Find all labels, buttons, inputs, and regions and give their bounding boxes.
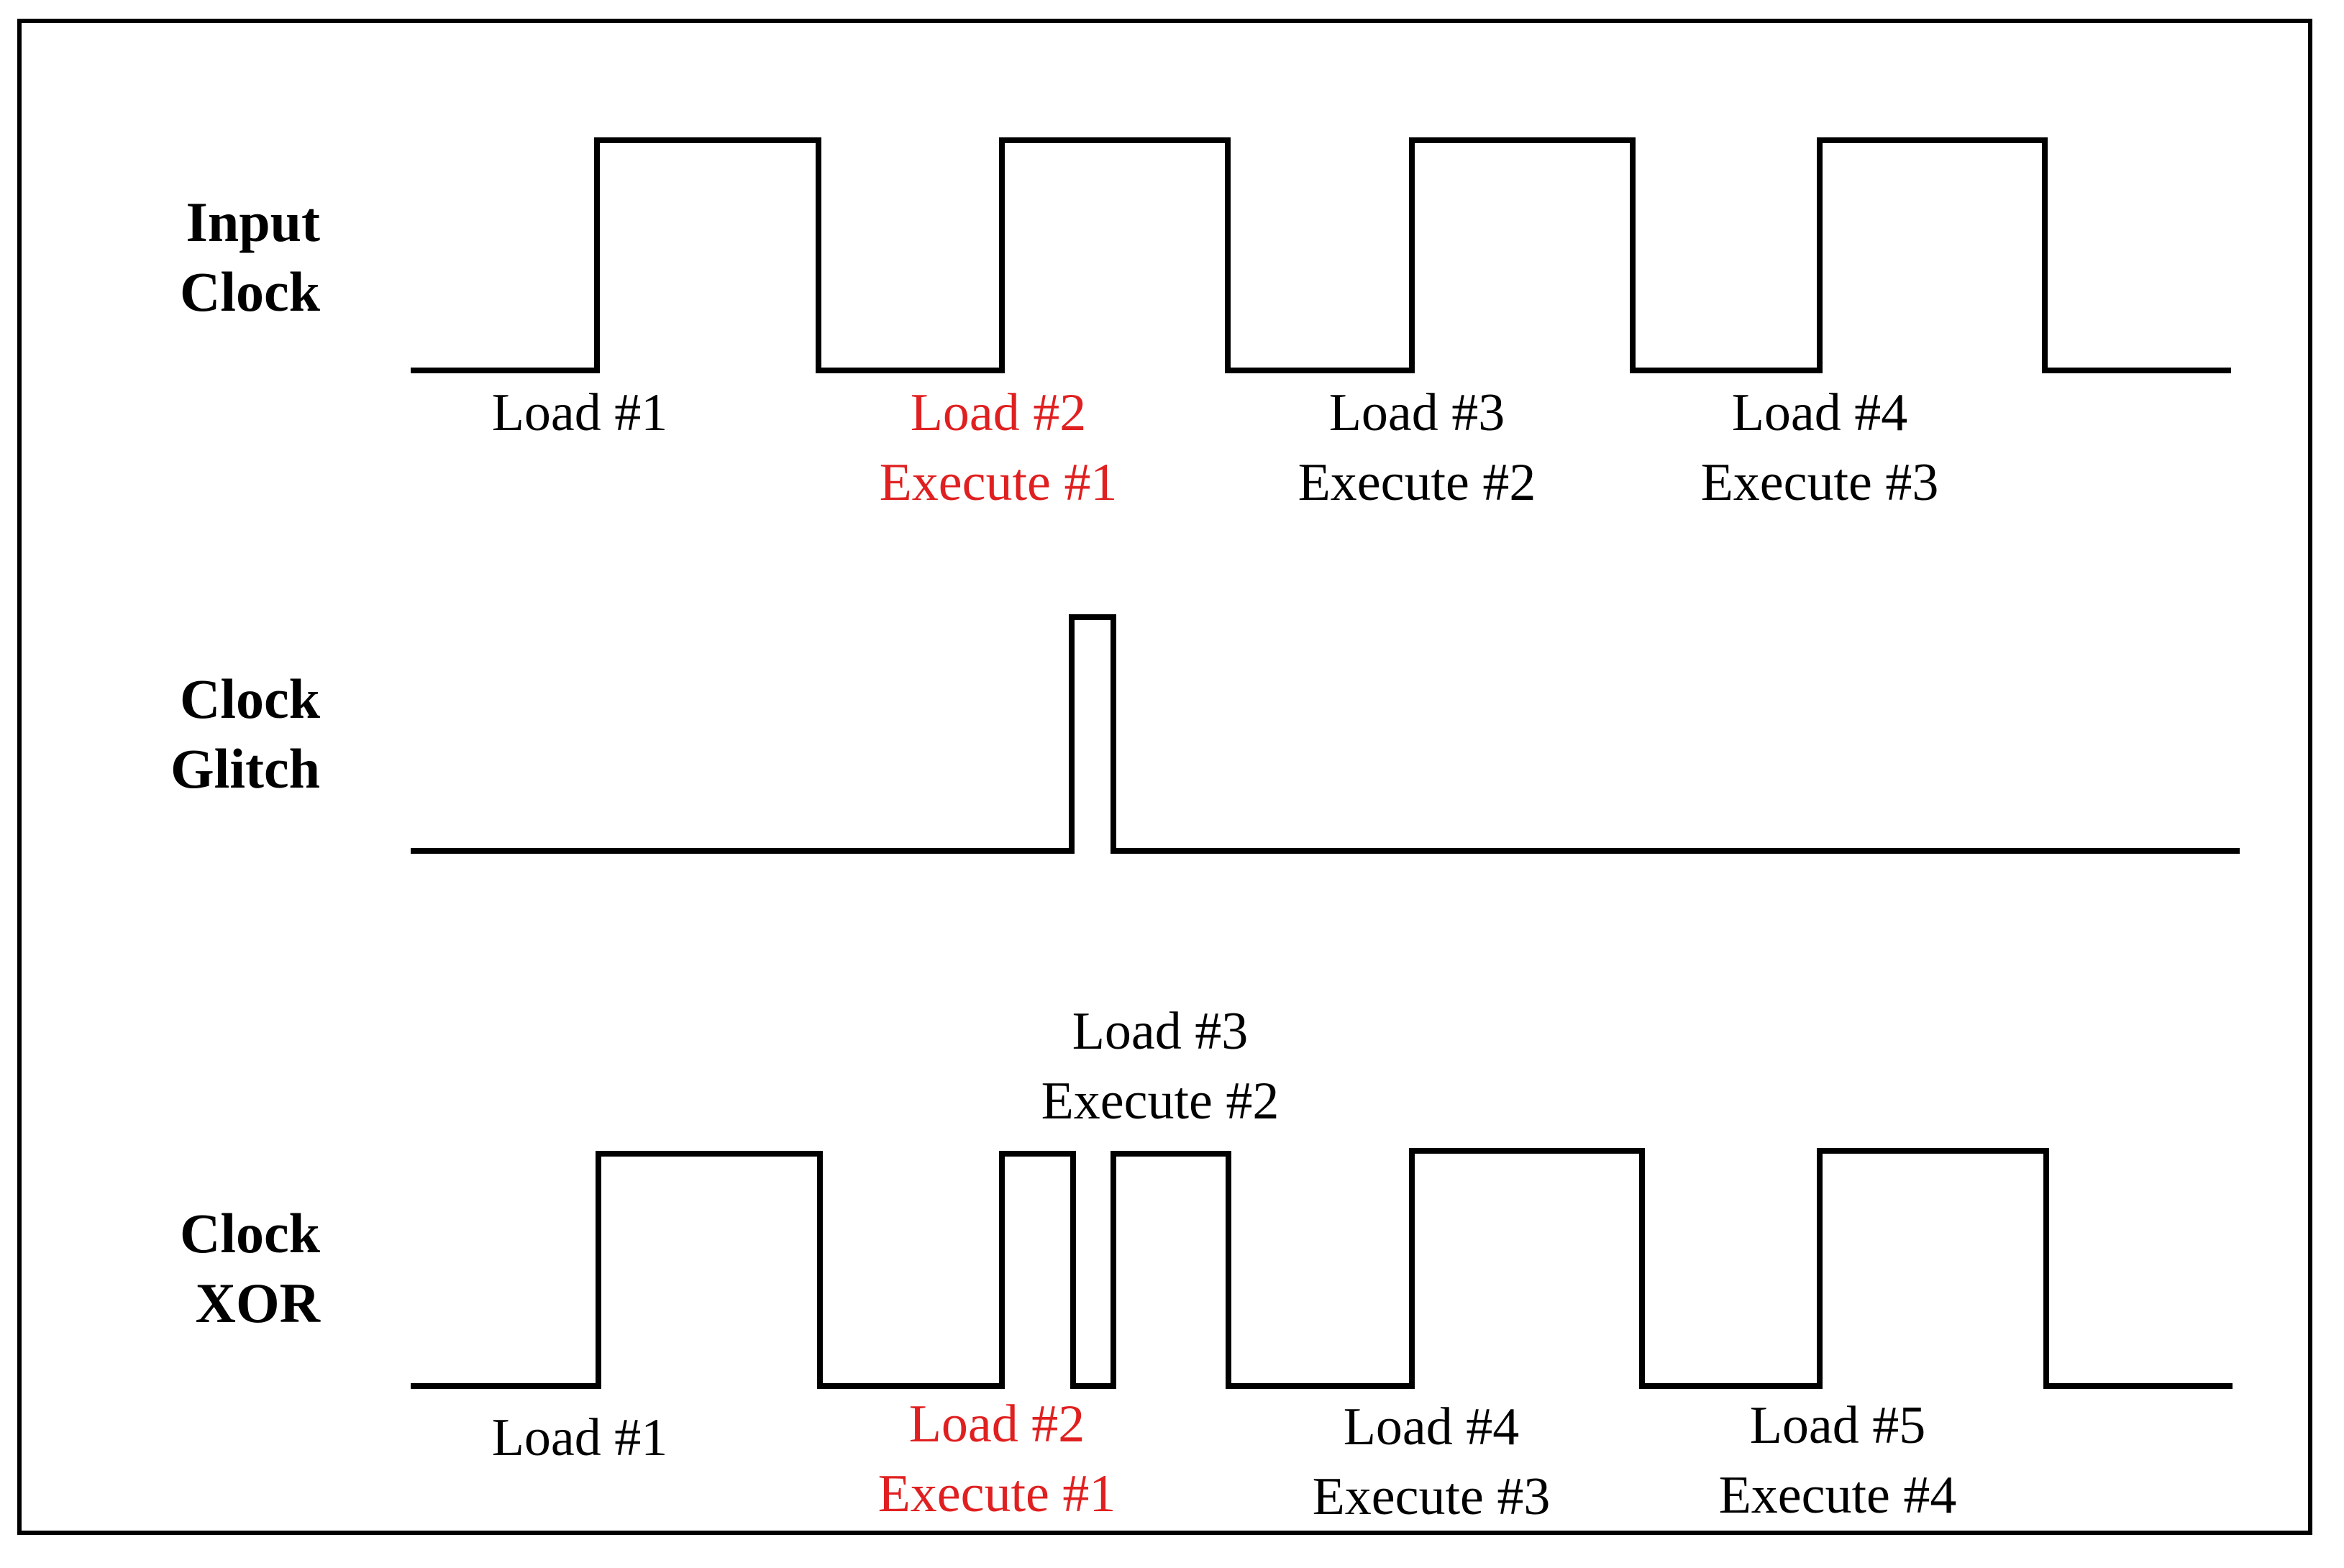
- clock-xor-annotation-5-line2: Execute #4: [1719, 1466, 1957, 1525]
- diagram-frame: [17, 19, 2312, 1535]
- clock-xor-annotation-4-line2: Execute #3: [1313, 1467, 1551, 1526]
- input-clock-annotation-2-line1: Load #2: [911, 383, 1087, 442]
- input-clock-label-line1: Input: [186, 191, 320, 253]
- input-clock-annotation-3-line1: Load #3: [1329, 383, 1505, 442]
- input-clock-annotation-1-line1: Load #1: [492, 383, 668, 442]
- clock-xor-label-line1: Clock: [180, 1202, 321, 1264]
- clock-glitch-label-line1: Clock: [180, 667, 321, 730]
- input-clock-annotation-2-line2: Execute #1: [880, 453, 1118, 512]
- input-clock-label-line2: Clock: [180, 260, 321, 323]
- input-clock-annotation-3-line2: Execute #2: [1298, 453, 1536, 512]
- clock-glitch-waveform: [411, 614, 2240, 854]
- clock-xor-annotation-1-line1: Load #1: [492, 1408, 668, 1467]
- input-clock-annotation-4-line2: Execute #3: [1701, 453, 1939, 512]
- clock-xor-label-line2: XOR: [196, 1272, 321, 1334]
- clock-xor-waveform: [411, 1148, 2233, 1389]
- clock-xor-annotation-2-line1: Load #2: [909, 1395, 1085, 1454]
- clock-xor-annotation-5-line1: Load #5: [1750, 1396, 1926, 1455]
- input-clock-annotation-4-line1: Load #4: [1732, 383, 1908, 442]
- clock-xor-annotation-4-line1: Load #4: [1344, 1398, 1520, 1457]
- input-clock-waveform: [411, 137, 2231, 373]
- clock-xor-annotation-2-line2: Execute #1: [878, 1464, 1116, 1523]
- clock-glitch-label-line2: Glitch: [170, 737, 320, 800]
- clock-xor-annotation-3-line1: Load #3: [1072, 1002, 1249, 1061]
- clock-xor-annotation-3-line2: Execute #2: [1041, 1072, 1280, 1131]
